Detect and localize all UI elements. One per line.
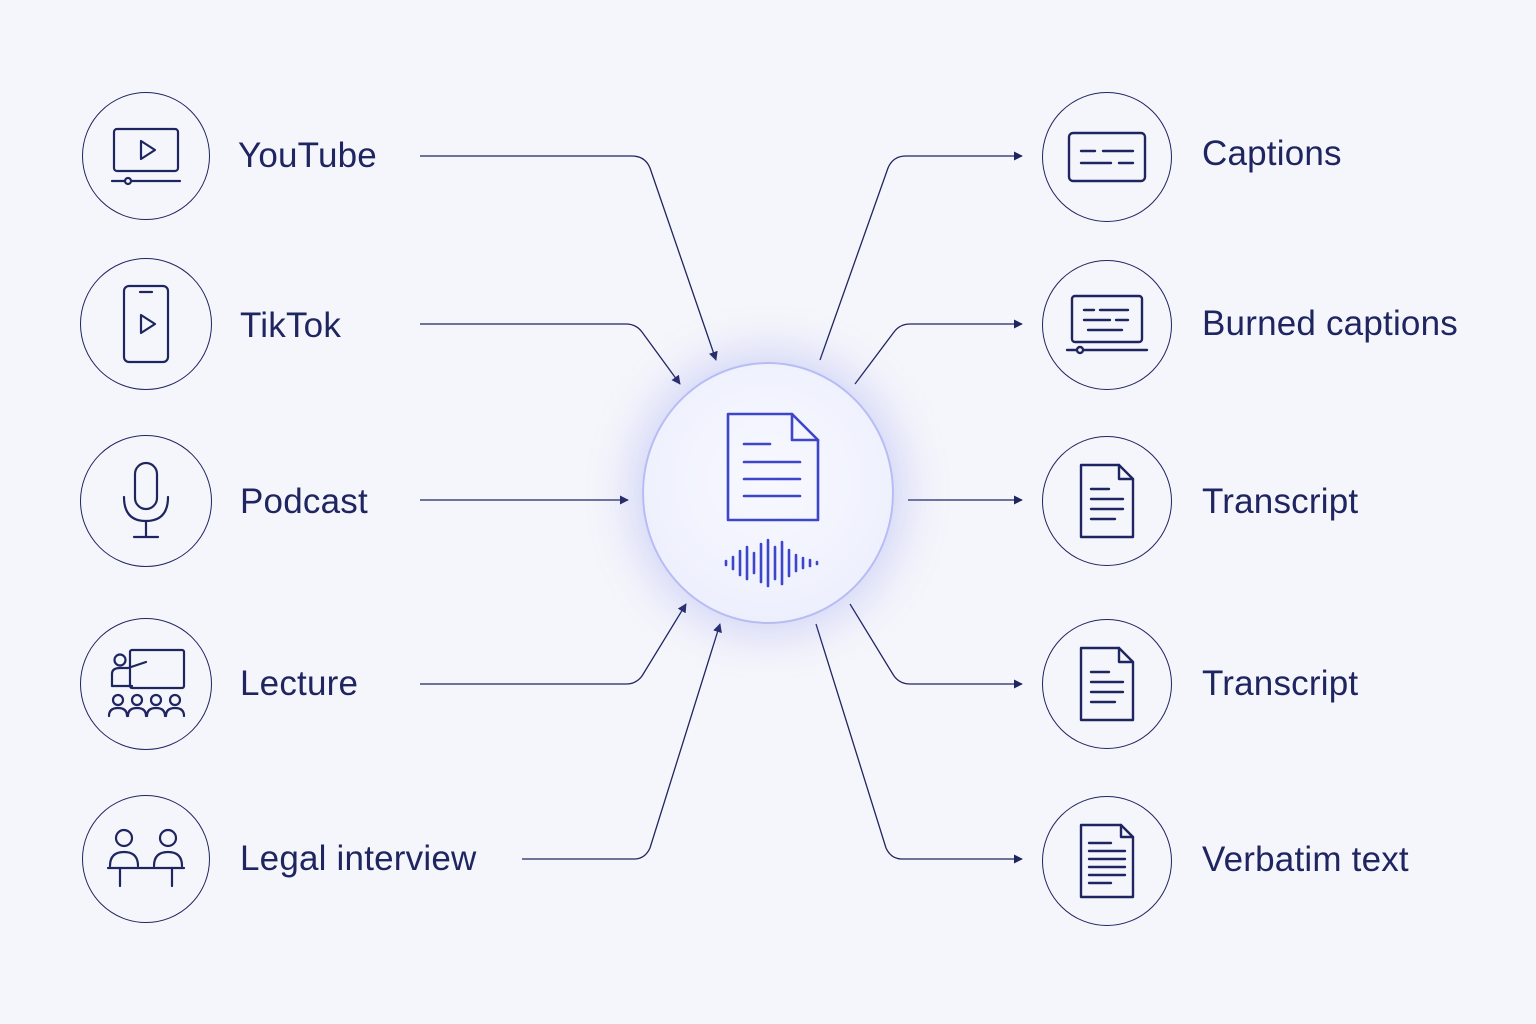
hub-transcription-node	[642, 362, 894, 624]
monitor-captions-icon	[1065, 294, 1149, 355]
output-label-transcript-2: Transcript	[1202, 664, 1359, 703]
output-label-verbatim-text: Verbatim text	[1202, 840, 1409, 879]
smartphone-play-icon	[122, 284, 170, 364]
video-player-icon	[110, 127, 182, 186]
lecture-node-circle	[80, 618, 212, 750]
burned-captions-node-circle	[1042, 260, 1172, 390]
microphone-icon	[122, 461, 170, 539]
connector-transcript-2	[849, 603, 1023, 689]
transcript-1-node-circle	[1042, 436, 1172, 566]
input-label-lecture: Lecture	[240, 664, 359, 703]
connector-legal-interview	[522, 623, 722, 860]
presentation-audience-icon	[107, 648, 186, 718]
interview-people-icon	[106, 828, 186, 888]
connector-lecture	[420, 603, 687, 685]
tiktok-node-circle	[80, 258, 212, 390]
input-label-youtube: YouTube	[238, 136, 377, 175]
connector-burned-captions	[854, 319, 1023, 385]
podcast-node-circle	[80, 435, 212, 567]
captions-node-circle	[1042, 92, 1172, 222]
youtube-node-circle	[82, 92, 210, 220]
output-label-captions: Captions	[1202, 134, 1342, 173]
captions-box-icon	[1067, 131, 1147, 183]
audio-waveform-icon	[724, 538, 819, 588]
output-label-transcript-1: Transcript	[1202, 482, 1359, 521]
input-label-legal-interview: Legal interview	[240, 839, 477, 878]
dense-document-icon	[1079, 823, 1135, 899]
connector-tiktok	[420, 323, 681, 385]
output-label-burned-captions: Burned captions	[1202, 304, 1458, 343]
input-label-podcast: Podcast	[240, 482, 368, 521]
document-icon	[1079, 646, 1135, 722]
verbatim-text-node-circle	[1042, 796, 1172, 926]
connector-youtube	[420, 155, 718, 361]
connector-captions	[819, 151, 1023, 361]
connector-verbatim-text	[815, 623, 1023, 864]
transcript-2-node-circle	[1042, 619, 1172, 749]
document-icon	[1079, 463, 1135, 539]
hub-document-icon	[726, 412, 820, 522]
legal-interview-node-circle	[82, 795, 210, 923]
input-label-tiktok: TikTok	[240, 306, 342, 345]
